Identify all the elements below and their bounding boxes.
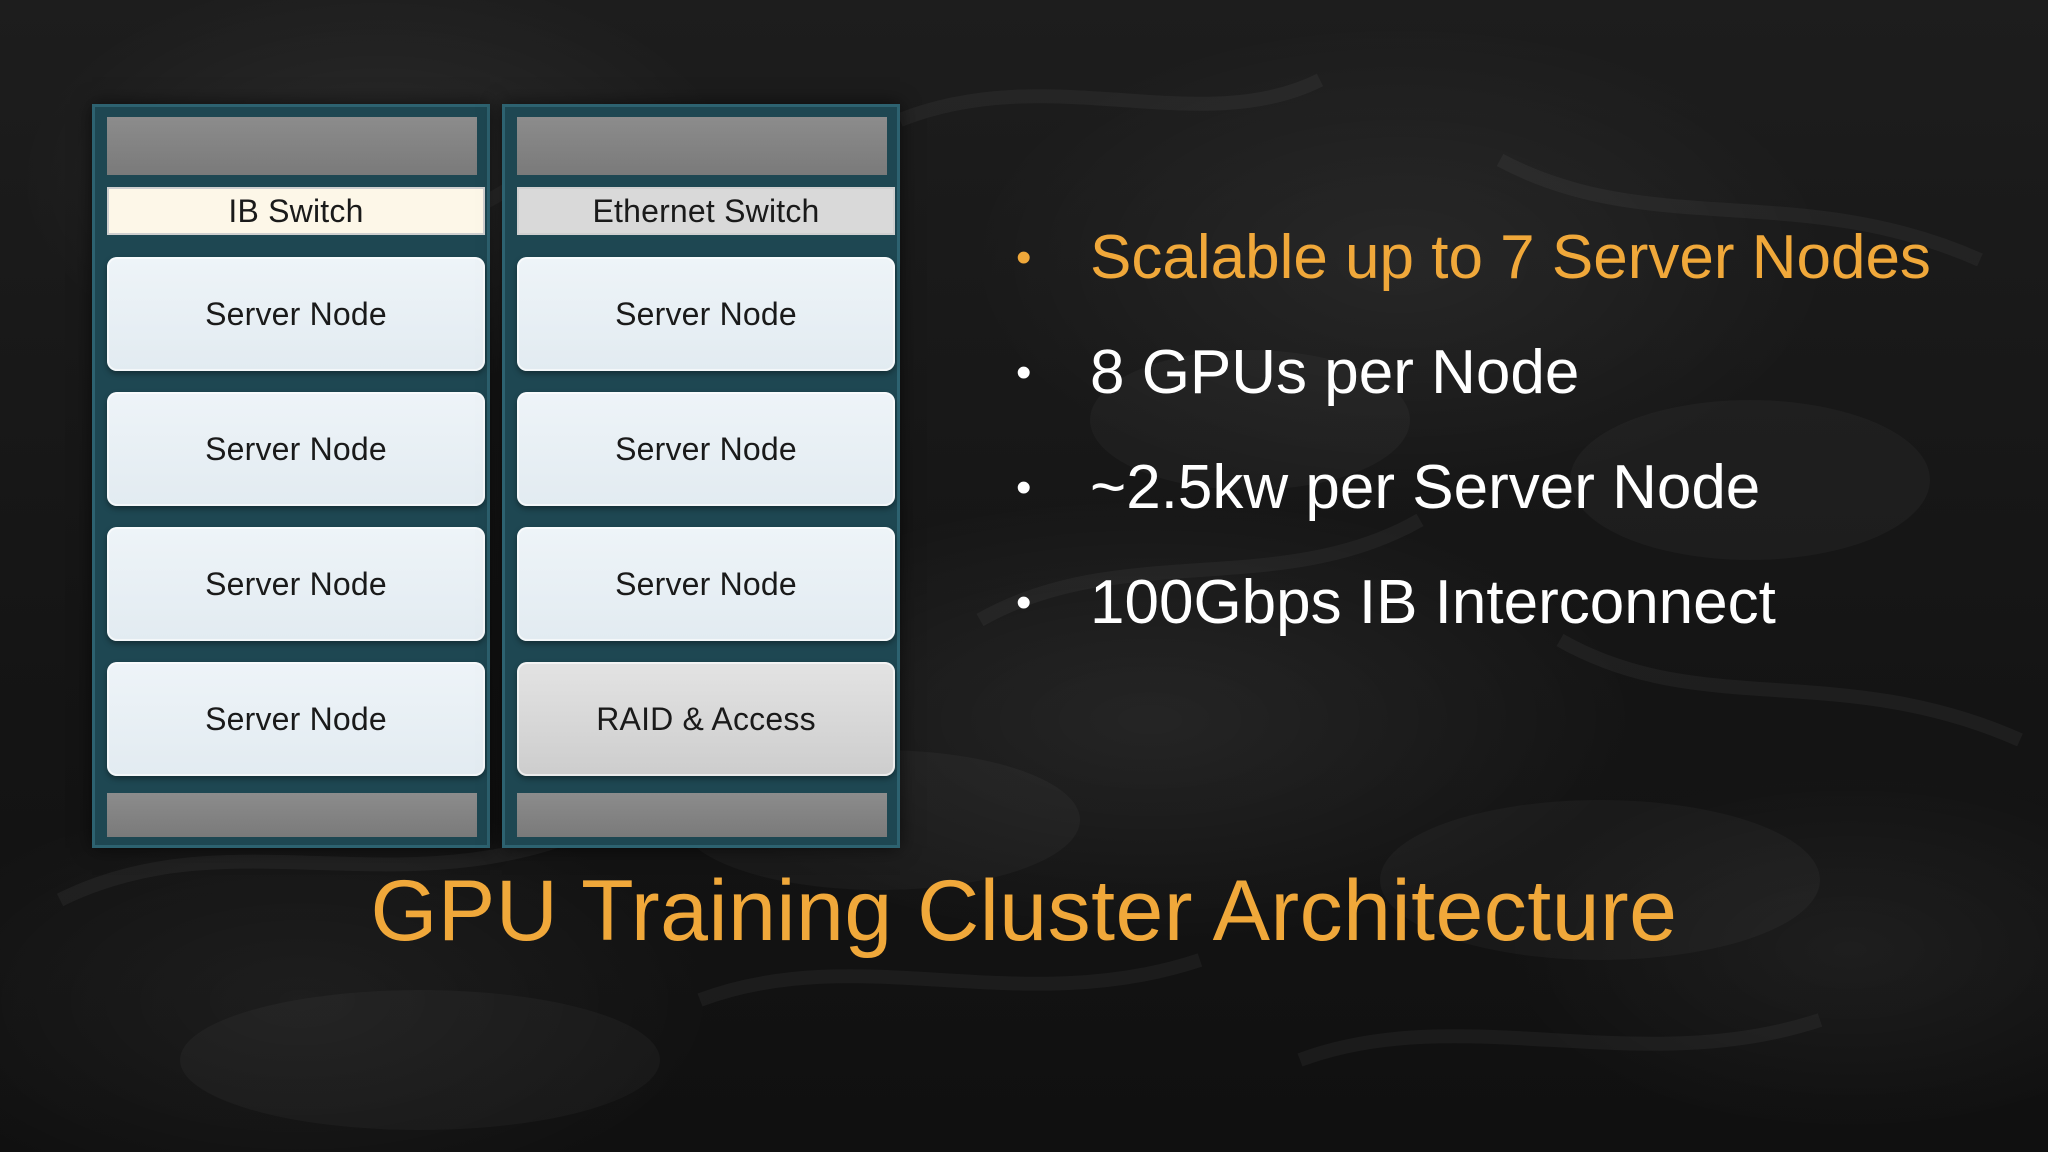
- bullet-dot-icon: •: [1016, 578, 1032, 627]
- right-rack-bottom-panel: [517, 793, 887, 837]
- bullet-text: Scalable up to 7 Server Nodes: [1090, 223, 1931, 292]
- right-server-node-2: Server Node: [517, 392, 895, 506]
- right-rack: Ethernet Switch Server Node Server Node …: [502, 104, 900, 848]
- left-server-node-2: Server Node: [107, 392, 485, 506]
- bullet-dot-icon: •: [1016, 233, 1032, 282]
- ethernet-switch: Ethernet Switch: [517, 187, 895, 235]
- bullet-item-4: • 100Gbps IB Interconnect: [1010, 567, 2020, 682]
- right-server-node-3: Server Node: [517, 527, 895, 641]
- slide-title: GPU Training Cluster Architecture: [370, 863, 1678, 959]
- right-rack-top-panel: [517, 117, 887, 175]
- right-server-node-1: Server Node: [517, 257, 895, 371]
- bullet-item-2: • 8 GPUs per Node: [1010, 337, 2020, 452]
- bullet-text: 100Gbps IB Interconnect: [1090, 568, 1776, 637]
- bullet-dot-icon: •: [1016, 348, 1032, 397]
- left-server-node-1: Server Node: [107, 257, 485, 371]
- raid-and-access-node: RAID & Access: [517, 662, 895, 776]
- left-rack-top-panel: [107, 117, 477, 175]
- bullet-text: ~2.5kw per Server Node: [1090, 453, 1761, 522]
- bullet-item-3: • ~2.5kw per Server Node: [1010, 452, 2020, 567]
- bullet-text: 8 GPUs per Node: [1090, 338, 1580, 407]
- bullet-item-1: • Scalable up to 7 Server Nodes: [1010, 222, 2020, 337]
- bullet-list: • Scalable up to 7 Server Nodes • 8 GPUs…: [1010, 222, 2020, 682]
- left-server-node-3: Server Node: [107, 527, 485, 641]
- ib-switch: IB Switch: [107, 187, 485, 235]
- left-server-node-4: Server Node: [107, 662, 485, 776]
- left-rack-bottom-panel: [107, 793, 477, 837]
- bullet-dot-icon: •: [1016, 463, 1032, 512]
- left-rack: IB Switch Server Node Server Node Server…: [92, 104, 490, 848]
